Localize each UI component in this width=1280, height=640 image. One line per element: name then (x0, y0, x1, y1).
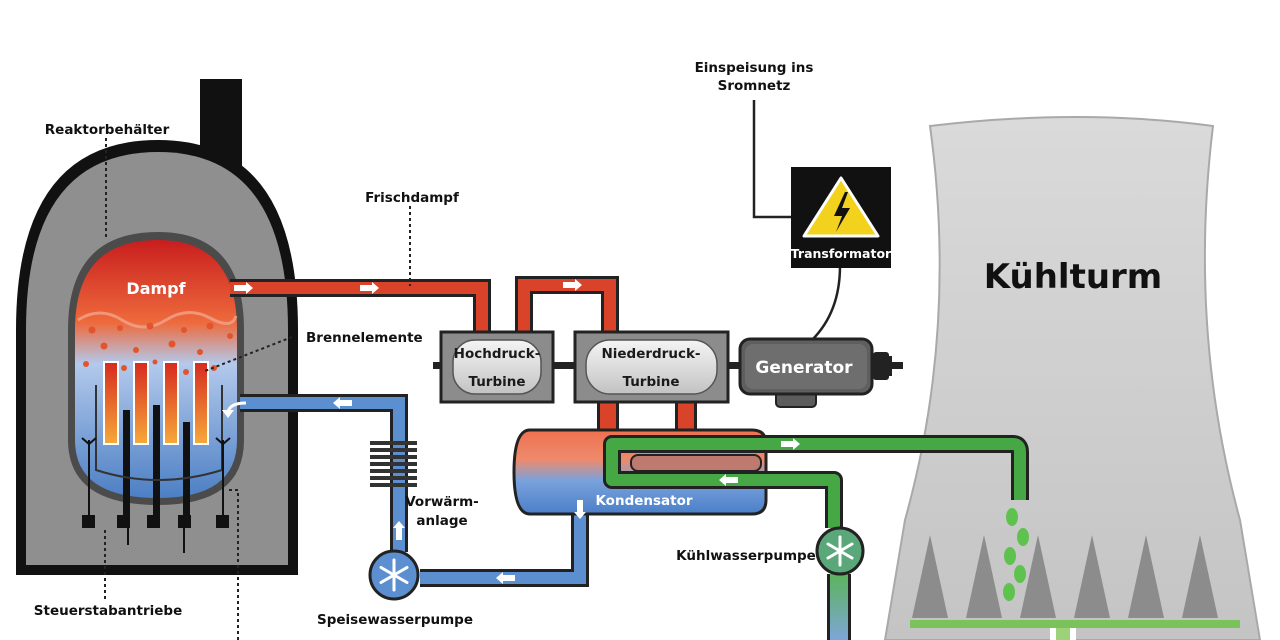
transformer-label: Transformator (791, 246, 892, 261)
hp-turbine-label-1: Hochdruck- (454, 346, 541, 362)
feedwater-pipe (240, 394, 589, 587)
grid-feed-line (752, 100, 791, 219)
reactor (16, 79, 298, 575)
grid-feed-label-2: Sromnetz (718, 78, 791, 94)
inner-guide (95, 385, 223, 481)
arrow-icon (234, 279, 800, 584)
grid-feed-label-1: Einspeisung ins (695, 60, 814, 76)
generator (738, 337, 892, 408)
snowflake-pump-icon (379, 558, 409, 592)
feedwater-pump-label: Speisewasserpumpe (317, 612, 473, 628)
tower-cone-fins (912, 535, 1218, 618)
water-droplets (1003, 508, 1029, 601)
control-rod-drives-label: Steuerstabantriebe (34, 603, 182, 619)
exhaust-steam-pipes (597, 398, 697, 432)
cooling-water-pump-label: Kühlwasserpumpe (676, 548, 816, 564)
fuel-elements (103, 361, 209, 445)
condenser-label: Kondensator (595, 493, 692, 509)
steam-label: Dampf (126, 279, 186, 298)
snowflake-pump-icon (826, 535, 854, 567)
cooling-tower (883, 116, 1262, 640)
control-rods (123, 405, 190, 522)
arrow-icon (222, 410, 234, 418)
reactor-vessel-label: Reaktorbehälter (45, 122, 170, 138)
hp-turbine-label-2: Turbine (468, 374, 525, 390)
rod-drive-lines (81, 437, 231, 516)
high-pressure-turbine (439, 330, 555, 404)
lp-turbine-label-2: Turbine (622, 374, 679, 390)
generator-cable (811, 265, 842, 341)
leader-lines (104, 138, 411, 640)
control-rod-drives (82, 515, 229, 553)
feedwater-pump (368, 549, 420, 601)
transformer (791, 167, 891, 268)
preheater-label-1: Vorwärm- (405, 494, 479, 510)
live-steam-label: Frischdampf (365, 190, 459, 206)
preheater (370, 441, 417, 487)
cooling-tower-label: Kühlturm (984, 257, 1162, 297)
low-pressure-turbine (573, 330, 730, 404)
cooling-water-pump (815, 526, 865, 576)
fuel-elements-label: Brennelemente (306, 330, 423, 346)
preheater-label-2: anlage (416, 513, 467, 529)
lp-turbine-label-1: Niederdruck- (601, 346, 700, 362)
generator-label: Generator (755, 358, 853, 378)
